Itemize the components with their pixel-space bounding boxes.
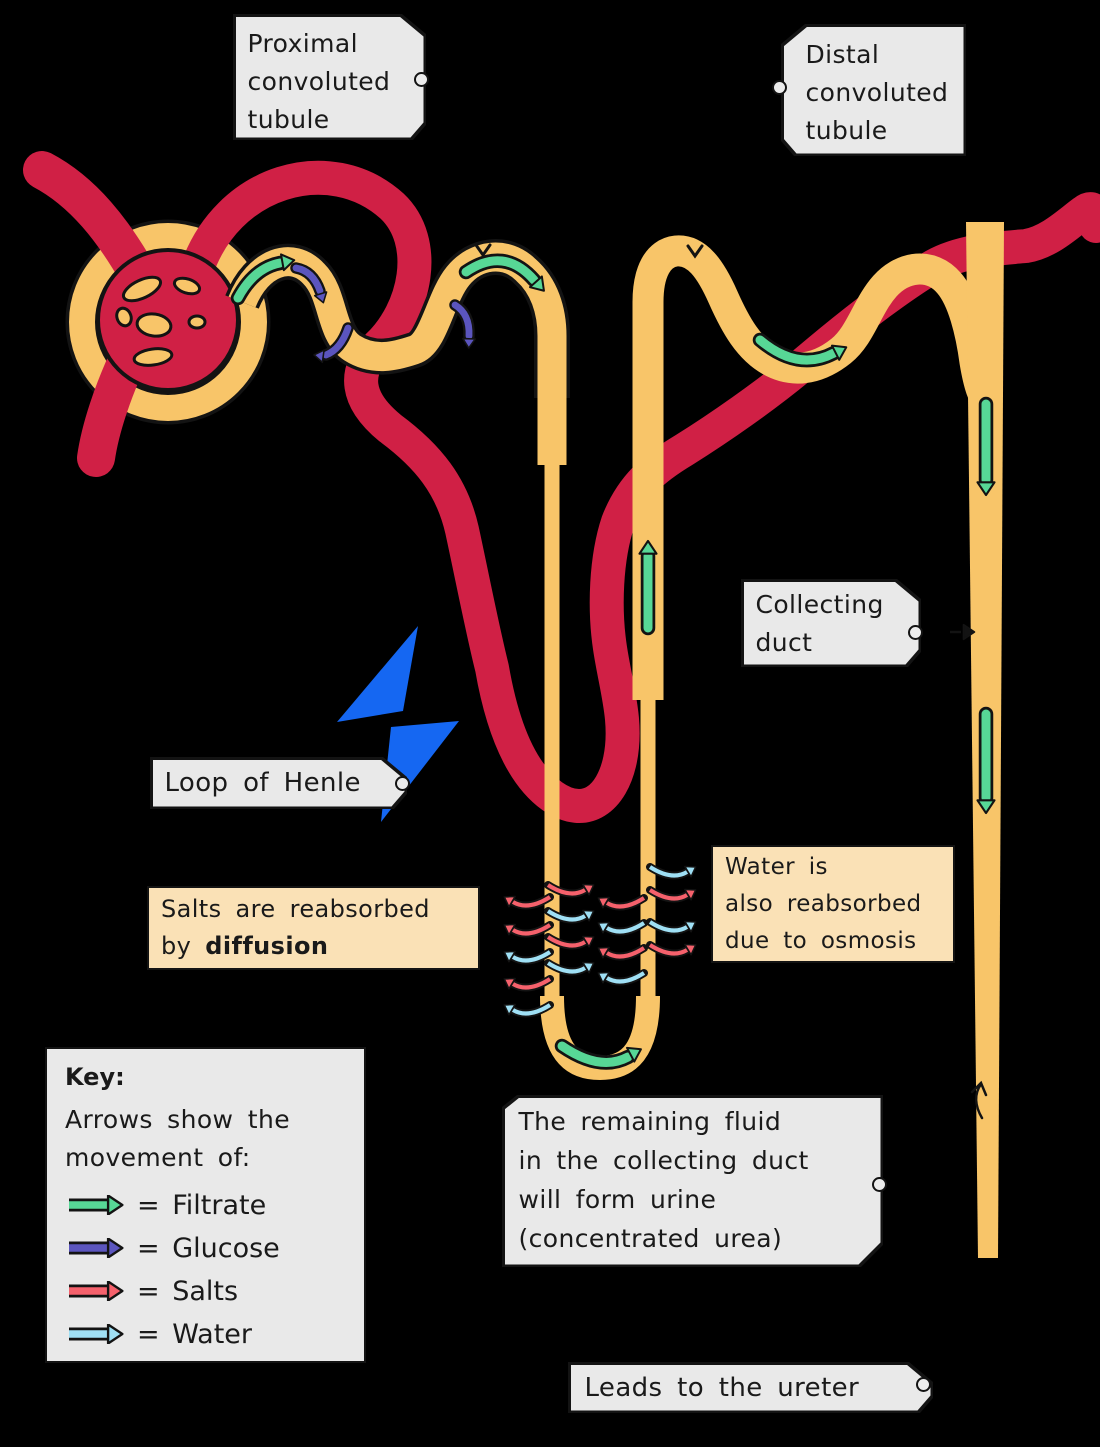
flow-chevron (474, 243, 492, 258)
key-heading: Key: (65, 1063, 125, 1091)
key-item-filtrate: = Filtrate (65, 1190, 346, 1221)
salts-arrow-icon (69, 1281, 124, 1301)
label-line: Loop of Henle (164, 767, 361, 798)
salt-arrow (501, 920, 550, 935)
label-line: (concentrated urea) (518, 1223, 783, 1253)
key-box: Key: Arrows show the movement of: = Filt… (45, 1047, 366, 1363)
water-arrow (595, 918, 644, 933)
key-item-water: = Water (65, 1319, 346, 1350)
filtrate-arrow (752, 332, 851, 368)
salt-arrow (650, 885, 699, 900)
label-line: Collecting (755, 589, 884, 619)
label-line: Proximal (247, 28, 358, 58)
salt-arrow (501, 974, 550, 989)
ureter-label: Leads to the ureter (568, 1362, 933, 1413)
key-item-glucose: = Glucose (65, 1233, 346, 1264)
urine-note-label: The remaining fluid in the collecting du… (502, 1095, 883, 1267)
distal-tubule-label: Distal convoluted tubule (781, 24, 966, 156)
note-line: due to osmosis (725, 928, 917, 954)
label-line: The remaining fluid (518, 1106, 782, 1136)
glucose-arrow (312, 322, 354, 364)
label-pointers (950, 623, 988, 1120)
proximal-connector-dot (414, 72, 429, 87)
label-line: tubule (805, 115, 888, 145)
label-line: tubule (247, 104, 330, 134)
bowmans-capsule (65, 219, 271, 425)
glucose-arrow (290, 262, 331, 306)
filtrate-arrow (458, 253, 551, 298)
note-line: Salts are reabsorbed (161, 895, 430, 923)
key-description: Arrows show the movement of: (65, 1105, 290, 1172)
glucose-arrows (290, 262, 477, 364)
label-line: duct (755, 627, 813, 657)
water-note: Water is also reabsorbed due to osmosis (711, 845, 955, 963)
glucose-arrow (449, 299, 477, 350)
salt-arrow (650, 940, 699, 955)
water-arrow-icon (69, 1324, 124, 1344)
loop-connector-dot (395, 776, 410, 791)
label-line: Leads to the ureter (584, 1372, 860, 1403)
water-arrow (501, 947, 550, 962)
filtrate-arrow-icon (69, 1195, 124, 1215)
key-item-salts: = Salts (65, 1276, 346, 1307)
label-line: in the collecting duct (518, 1145, 809, 1175)
water-arrow (650, 917, 699, 932)
salt-arrow (595, 893, 644, 908)
note-line: Water is (725, 854, 828, 880)
proximal-tubule-label: Proximal convoluted tubule (233, 14, 426, 140)
distal-connector-dot (772, 80, 787, 95)
filtrate-arrow (638, 539, 658, 636)
filtrate-arrow (230, 251, 297, 306)
filtrate-arrow (976, 396, 996, 497)
note-line: also reabsorbed (725, 891, 922, 917)
salt-arrow (501, 892, 550, 907)
water-arrow (650, 862, 699, 877)
label-line: convoluted (805, 77, 949, 107)
salt-arrow (595, 943, 644, 958)
water-arrow (595, 968, 644, 983)
collecting-duct-label: Collecting duct (741, 579, 921, 667)
label-line: will form urine (518, 1184, 717, 1214)
urine-connector-dot (872, 1177, 887, 1192)
filtrate-arrow (976, 706, 996, 815)
flow-chevron (686, 244, 704, 259)
label-line: convoluted (247, 66, 391, 96)
glomerulus (96, 248, 240, 392)
collecting-connector-dot (908, 625, 923, 640)
ureter-connector-dot (916, 1377, 931, 1392)
note-line: by diffusion (161, 932, 329, 960)
label-line: Distal (805, 39, 880, 69)
glucose-arrow-icon (69, 1238, 124, 1258)
loop-of-henle-label: Loop of Henle (150, 757, 407, 809)
filtrate-arrows (230, 251, 996, 1070)
loop-exchange-arrows (501, 862, 699, 1015)
filtrate-arrow (554, 1038, 646, 1070)
salts-note: Salts are reabsorbed by diffusion (147, 886, 480, 970)
